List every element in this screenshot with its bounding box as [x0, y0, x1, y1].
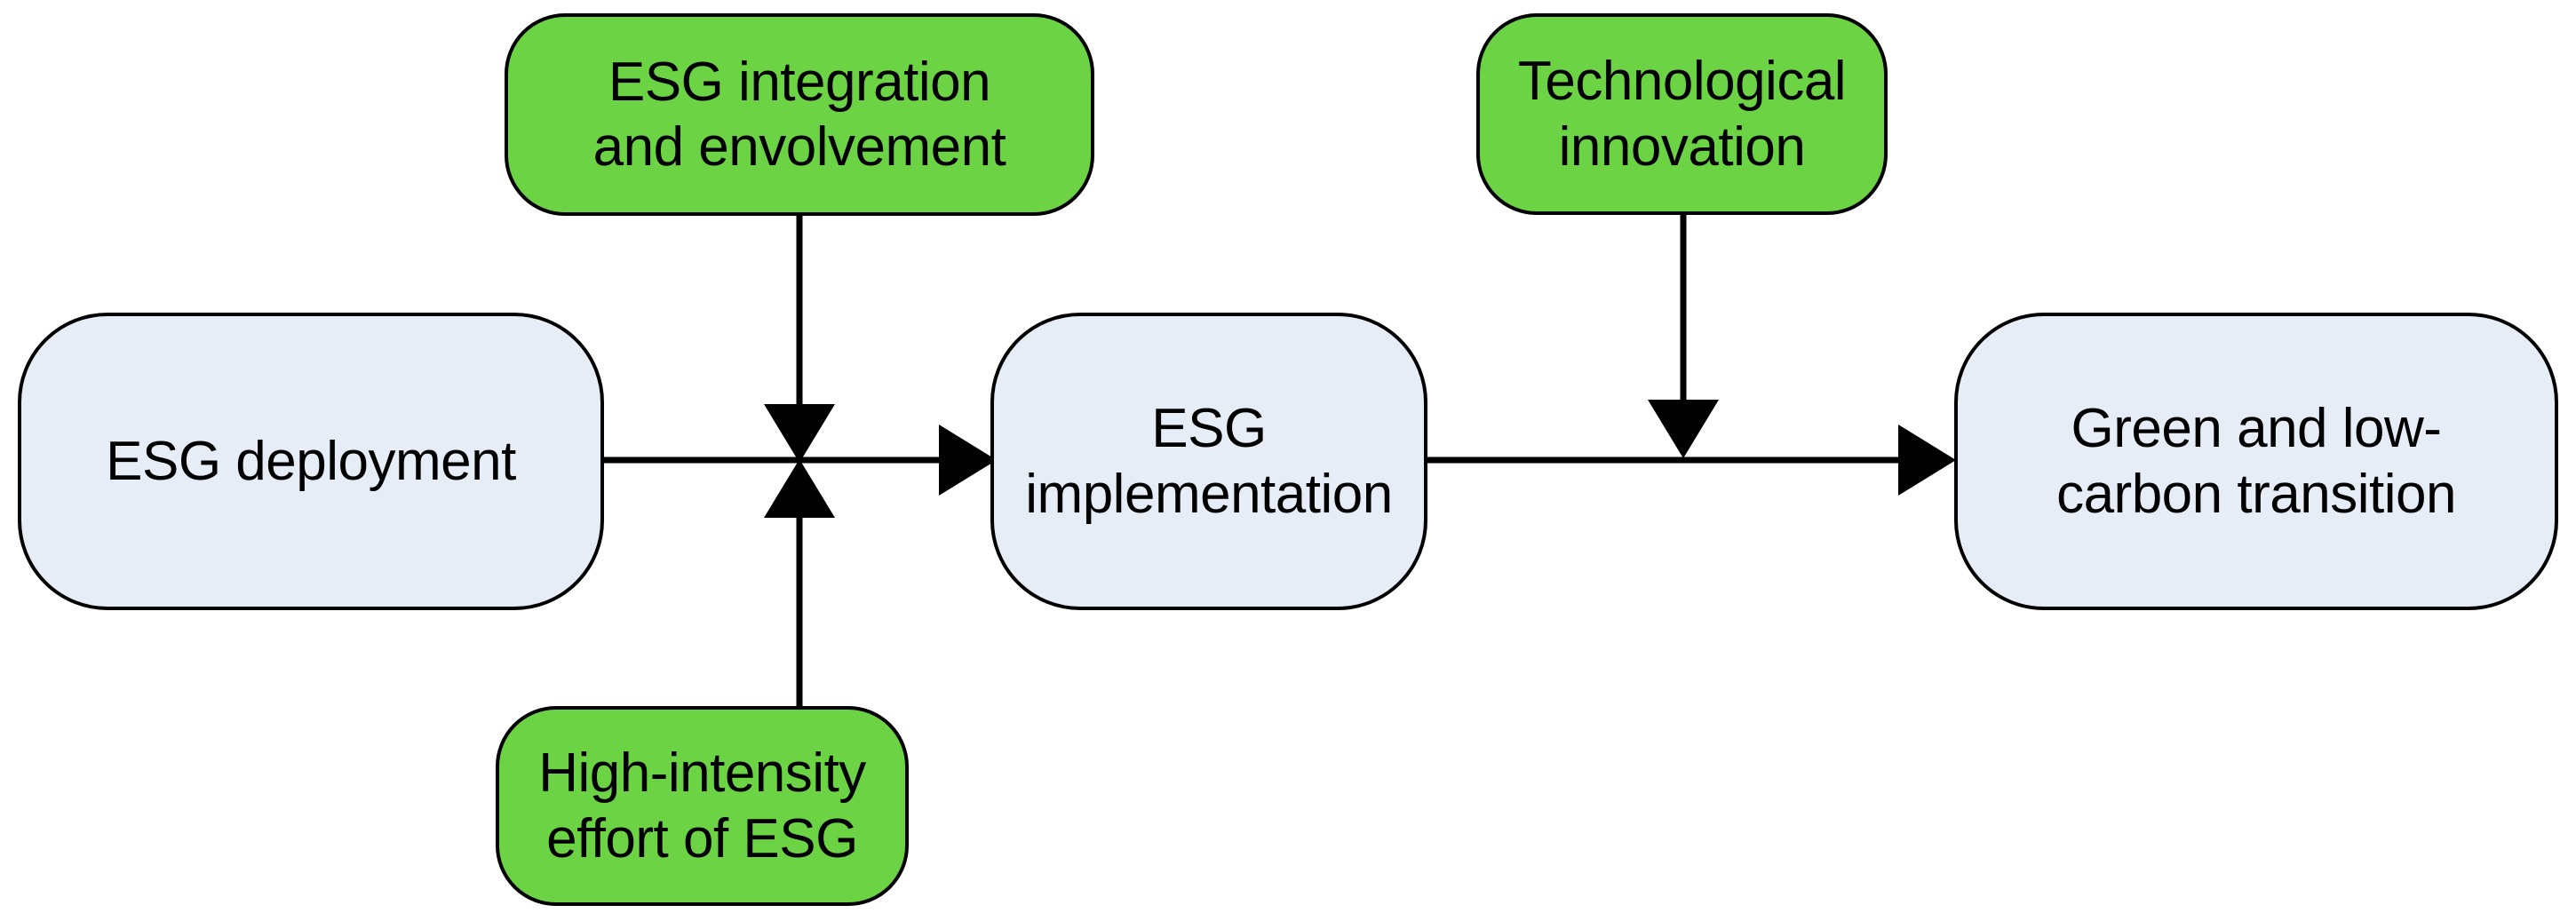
arrowhead-down-innovation [1648, 400, 1719, 458]
arrowhead-up-effort [764, 459, 835, 518]
arrowhead-down-integration [764, 404, 835, 463]
node-esg-integration[interactable]: ESG integration and envolvement [505, 13, 1094, 216]
node-esg-integration-label: ESG integration and envolvement [592, 51, 1006, 178]
node-esg-implementation[interactable]: ESG implementation [990, 313, 1427, 610]
node-esg-implementation-label: ESG implementation [1025, 398, 1393, 525]
arrowhead-into-implementation [939, 425, 997, 496]
arrowhead-into-transition [1898, 425, 1956, 496]
node-technological-innovation[interactable]: Technological innovation [1476, 13, 1888, 215]
node-high-intensity-effort-label: High-intensity effort of ESG [538, 742, 866, 869]
node-esg-deployment-label: ESG deployment [106, 430, 516, 492]
node-green-low-carbon-transition[interactable]: Green and low- carbon transition [1954, 313, 2558, 610]
node-high-intensity-effort[interactable]: High-intensity effort of ESG [496, 706, 909, 906]
node-green-low-carbon-transition-label: Green and low- carbon transition [2056, 398, 2456, 525]
node-esg-deployment[interactable]: ESG deployment [18, 313, 604, 610]
node-technological-innovation-label: Technological innovation [1517, 51, 1847, 178]
